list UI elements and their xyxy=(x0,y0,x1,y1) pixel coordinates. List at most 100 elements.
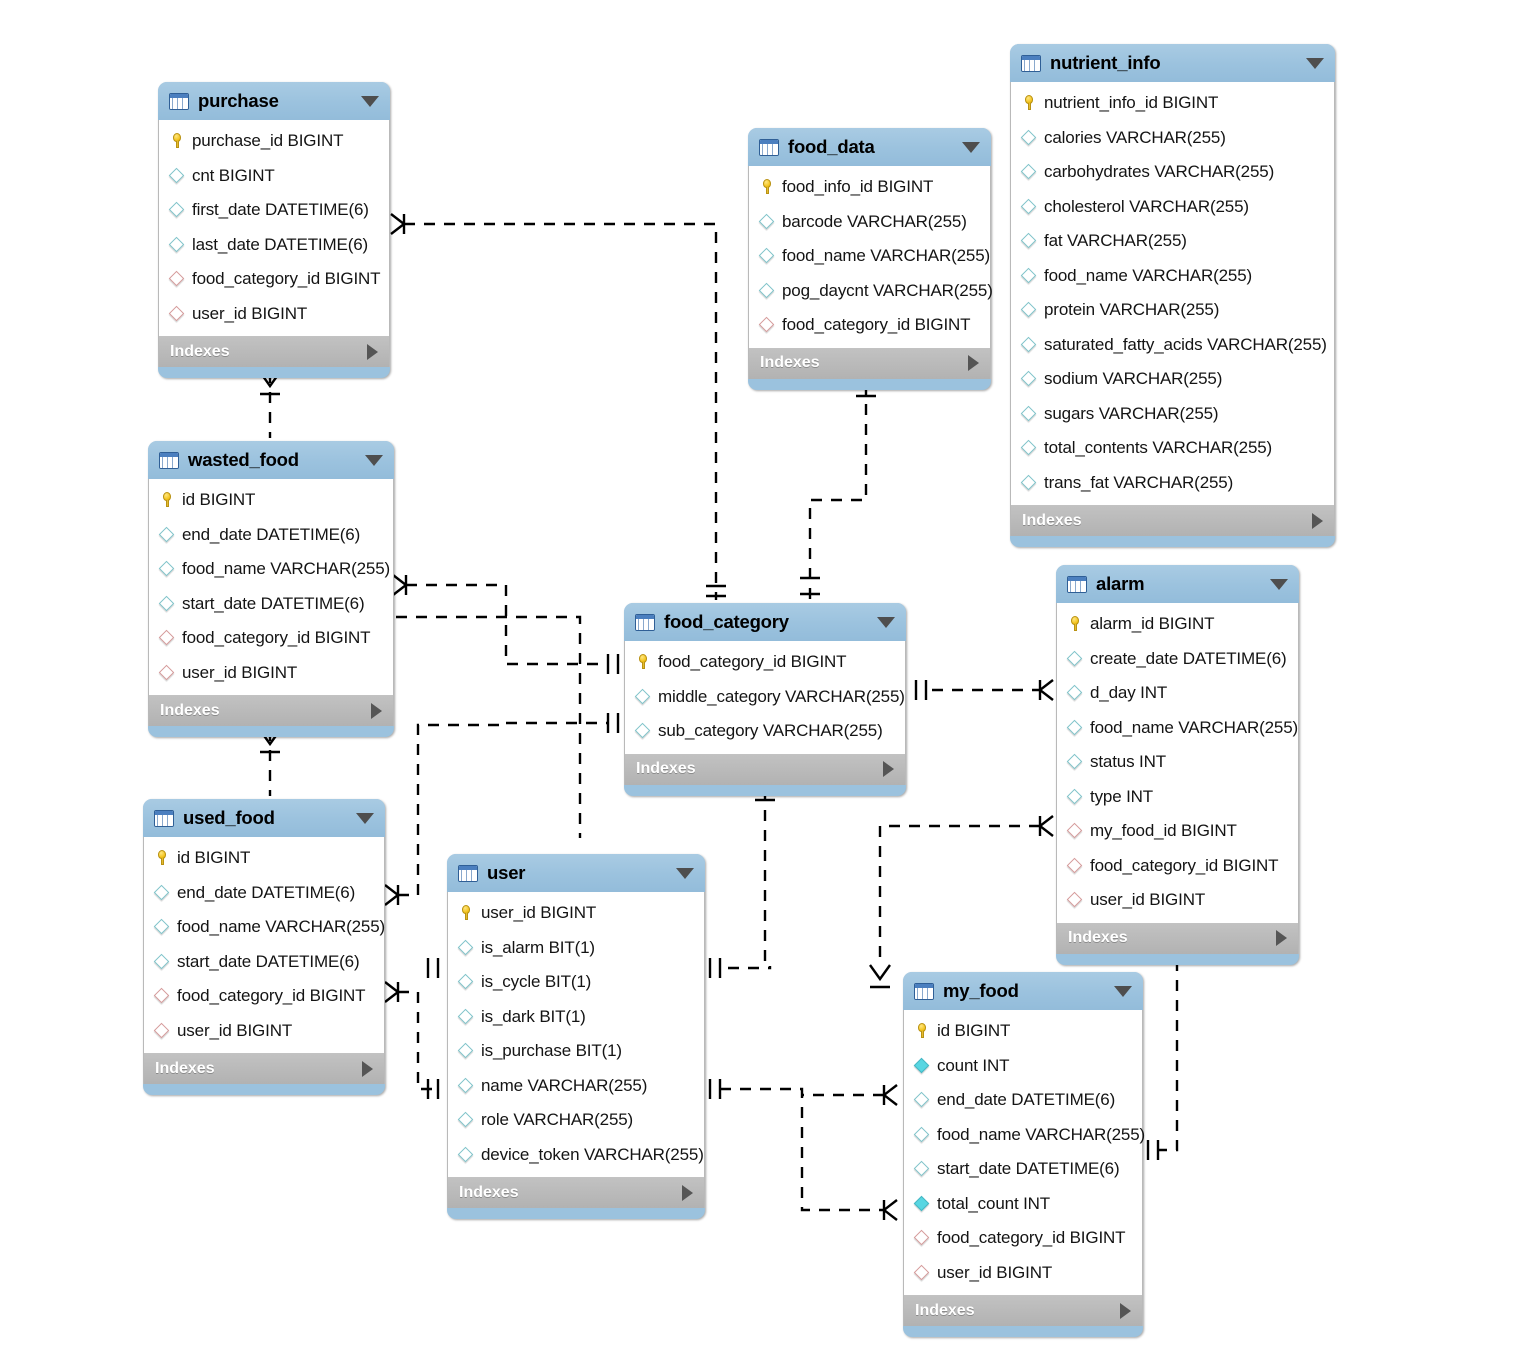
collapse-chevron-down-icon[interactable] xyxy=(877,616,895,628)
table-column[interactable]: carbohydrates VARCHAR(255) xyxy=(1011,155,1334,190)
collapse-chevron-down-icon[interactable] xyxy=(1114,985,1132,997)
table-column[interactable]: id BIGINT xyxy=(904,1014,1142,1049)
expand-indexes-chevron-right-icon[interactable] xyxy=(362,1060,373,1077)
table-header-food_data[interactable]: food_data xyxy=(748,128,991,166)
table-column[interactable]: barcode VARCHAR(255) xyxy=(749,205,990,240)
table-column[interactable]: user_id BIGINT xyxy=(448,896,704,931)
table-header-purchase[interactable]: purchase xyxy=(158,82,390,120)
table-column[interactable]: create_date DATETIME(6) xyxy=(1057,642,1298,677)
table-column[interactable]: food_category_id BIGINT xyxy=(149,621,393,656)
table-column[interactable]: id BIGINT xyxy=(149,483,393,518)
table-column[interactable]: middle_category VARCHAR(255) xyxy=(625,680,905,715)
table-column[interactable]: food_name VARCHAR(255) xyxy=(144,910,385,945)
expand-indexes-chevron-right-icon[interactable] xyxy=(1120,1302,1131,1319)
table-column[interactable]: type INT xyxy=(1057,780,1298,815)
collapse-chevron-down-icon[interactable] xyxy=(361,95,379,107)
collapse-chevron-down-icon[interactable] xyxy=(676,867,694,879)
expand-indexes-chevron-right-icon[interactable] xyxy=(371,702,382,719)
table-column[interactable]: food_category_id BIGINT xyxy=(625,645,905,680)
table-header-wasted_food[interactable]: wasted_food xyxy=(148,441,394,479)
table-column[interactable]: cholesterol VARCHAR(255) xyxy=(1011,190,1334,225)
table-column[interactable]: trans_fat VARCHAR(255) xyxy=(1011,466,1334,501)
table-header-alarm[interactable]: alarm xyxy=(1056,565,1299,603)
indexes-section-food_data[interactable]: Indexes xyxy=(748,347,991,379)
table-column[interactable]: food_name VARCHAR(255) xyxy=(1057,711,1298,746)
table-column[interactable]: saturated_fatty_acids VARCHAR(255) xyxy=(1011,328,1334,363)
table-column[interactable]: is_dark BIT(1) xyxy=(448,1000,704,1035)
table-column[interactable]: calories VARCHAR(255) xyxy=(1011,121,1334,156)
collapse-chevron-down-icon[interactable] xyxy=(1306,57,1324,69)
indexes-section-nutrient_info[interactable]: Indexes xyxy=(1010,505,1335,536)
table-column[interactable]: start_date DATETIME(6) xyxy=(144,945,384,980)
table-column[interactable]: cnt BIGINT xyxy=(159,159,389,194)
table-column[interactable]: food_name VARCHAR(255) xyxy=(749,239,990,274)
table-column[interactable]: d_day INT xyxy=(1057,676,1298,711)
table-column[interactable]: id BIGINT xyxy=(144,841,384,876)
collapse-chevron-down-icon[interactable] xyxy=(1270,578,1288,590)
table-column[interactable]: last_date DATETIME(6) xyxy=(159,228,389,263)
table-header-my_food[interactable]: my_food xyxy=(903,972,1143,1010)
expand-indexes-chevron-right-icon[interactable] xyxy=(367,343,378,360)
table-column[interactable]: alarm_id BIGINT xyxy=(1057,607,1298,642)
indexes-section-alarm[interactable]: Indexes xyxy=(1056,922,1299,954)
table-header-food_category[interactable]: food_category xyxy=(624,603,906,641)
table-column[interactable]: food_category_id BIGINT xyxy=(159,262,389,297)
table-column[interactable]: status INT xyxy=(1057,745,1298,780)
table-column[interactable]: start_date DATETIME(6) xyxy=(904,1152,1142,1187)
table-column[interactable]: food_name VARCHAR(255) xyxy=(1011,259,1334,294)
table-column[interactable]: food_category_id BIGINT xyxy=(1057,849,1298,884)
table-column[interactable]: food_name VARCHAR(255) xyxy=(904,1118,1145,1153)
indexes-section-purchase[interactable]: Indexes xyxy=(158,336,390,367)
expand-indexes-chevron-right-icon[interactable] xyxy=(883,761,894,777)
table-column[interactable]: total_count INT xyxy=(904,1187,1142,1222)
table-column[interactable]: first_date DATETIME(6) xyxy=(159,193,389,228)
table-column[interactable]: my_food_id BIGINT xyxy=(1057,814,1298,849)
indexes-section-my_food[interactable]: Indexes xyxy=(903,1295,1143,1326)
table-column[interactable]: pog_daycnt VARCHAR(255) xyxy=(749,274,993,309)
table-column[interactable]: device_token VARCHAR(255) xyxy=(448,1138,704,1173)
expand-indexes-chevron-right-icon[interactable] xyxy=(682,1184,693,1201)
table-column[interactable]: food_info_id BIGINT xyxy=(749,170,990,205)
collapse-chevron-down-icon[interactable] xyxy=(356,812,374,824)
table-column[interactable]: sub_category VARCHAR(255) xyxy=(625,714,905,749)
table-column[interactable]: food_category_id BIGINT xyxy=(904,1221,1142,1256)
table-header-user[interactable]: user xyxy=(447,854,705,892)
expand-indexes-chevron-right-icon[interactable] xyxy=(968,355,979,371)
collapse-chevron-down-icon[interactable] xyxy=(365,454,383,466)
table-column[interactable]: user_id BIGINT xyxy=(149,656,393,691)
table-column[interactable]: user_id BIGINT xyxy=(1057,883,1298,918)
table-column[interactable]: is_cycle BIT(1) xyxy=(448,965,704,1000)
table-column[interactable]: sugars VARCHAR(255) xyxy=(1011,397,1334,432)
table-column[interactable]: count INT xyxy=(904,1049,1142,1084)
table-column[interactable]: food_category_id BIGINT xyxy=(144,979,384,1014)
expand-indexes-chevron-right-icon[interactable] xyxy=(1276,930,1287,946)
indexes-section-food_category[interactable]: Indexes xyxy=(624,753,906,785)
table-column[interactable]: protein VARCHAR(255) xyxy=(1011,293,1334,328)
table-column[interactable]: user_id BIGINT xyxy=(144,1014,384,1049)
indexes-section-user[interactable]: Indexes xyxy=(447,1177,705,1208)
table-column[interactable]: food_category_id BIGINT xyxy=(749,308,990,343)
indexes-section-wasted_food[interactable]: Indexes xyxy=(148,695,394,726)
table-column[interactable]: end_date DATETIME(6) xyxy=(149,518,393,553)
table-column[interactable]: sodium VARCHAR(255) xyxy=(1011,362,1334,397)
table-column[interactable]: is_purchase BIT(1) xyxy=(448,1034,704,1069)
table-column[interactable]: fat VARCHAR(255) xyxy=(1011,224,1334,259)
table-column[interactable]: end_date DATETIME(6) xyxy=(144,876,384,911)
table-column[interactable]: nutrient_info_id BIGINT xyxy=(1011,86,1334,121)
indexes-section-used_food[interactable]: Indexes xyxy=(143,1053,385,1084)
table-column[interactable]: name VARCHAR(255) xyxy=(448,1069,704,1104)
table-column[interactable]: is_alarm BIT(1) xyxy=(448,931,704,966)
table-column[interactable]: user_id BIGINT xyxy=(904,1256,1142,1291)
table-header-nutrient_info[interactable]: nutrient_info xyxy=(1010,44,1335,82)
table-column[interactable]: user_id BIGINT xyxy=(159,297,389,332)
table-column[interactable]: end_date DATETIME(6) xyxy=(904,1083,1142,1118)
